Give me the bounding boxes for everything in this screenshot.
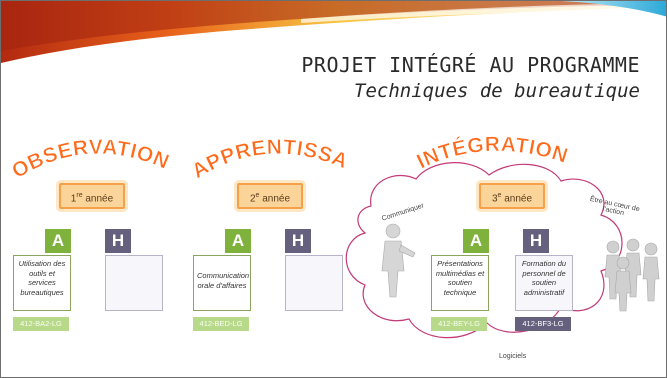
letter-a-3: A — [463, 229, 489, 253]
header-swoosh — [1, 1, 666, 63]
label-logiciels: Logiciels — [499, 353, 527, 360]
letter-h-1: H — [105, 229, 131, 253]
letter-a-1: A — [45, 229, 71, 253]
letter-h-2: H — [285, 229, 311, 253]
observation-heading: OBSERVATION — [8, 136, 173, 183]
card-a-3-text: Présentations multimédias et soutien tec… — [435, 259, 485, 297]
label-communiquer: Communiquer — [380, 202, 425, 223]
course-code-3a: 412-BEY-LG — [431, 317, 487, 331]
person-figure — [381, 223, 416, 298]
group-figures — [604, 238, 660, 312]
card-a-2-text: Communication orale d'affaires — [197, 271, 250, 290]
slide-title: PROJET INTÉGRÉ AU PROGRAMME Techniques d… — [301, 53, 640, 102]
integration-heading: INTÉGRATION — [413, 133, 571, 174]
card-h-2 — [285, 255, 343, 311]
course-code-1: 412-BA2-LG — [13, 317, 69, 331]
card-a-2: Communication orale d'affaires — [193, 255, 251, 311]
title-line1: PROJET INTÉGRÉ AU PROGRAMME — [301, 53, 640, 77]
year-box-3: 3e année — [479, 183, 545, 209]
card-a-1: Utilisation des outils et services burea… — [13, 255, 71, 311]
card-h-1 — [105, 255, 163, 311]
card-h-3: Formation du personnel de soutien admini… — [515, 255, 573, 311]
letter-a-2: A — [225, 229, 251, 253]
year-box-2: 2e année — [237, 183, 303, 209]
label-coeur-action: Être au cœur de l'action — [589, 195, 641, 218]
letter-h-3: H — [523, 229, 549, 253]
course-code-3h: 412-BF3-LG — [515, 317, 571, 331]
title-line2: Techniques de bureautique — [354, 80, 640, 102]
year-box-1: 1re année — [59, 183, 125, 209]
card-h-3-text: Formation du personnel de soutien admini… — [521, 259, 567, 297]
card-a-1-text: Utilisation des outils et services burea… — [18, 259, 66, 297]
card-a-3: Présentations multimédias et soutien tec… — [431, 255, 489, 311]
course-code-2: 412-BED-LG — [193, 317, 249, 331]
